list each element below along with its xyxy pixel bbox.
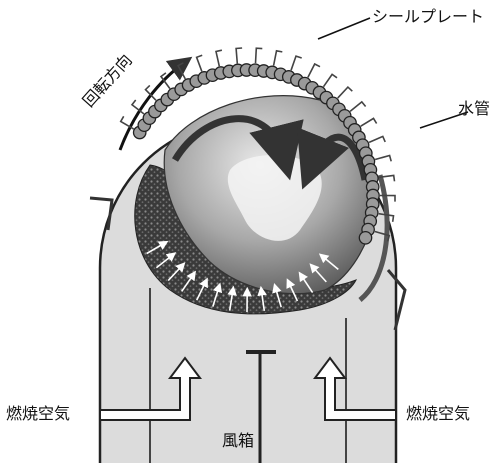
water-tube-label: 水管 <box>458 99 490 118</box>
seal-plate-fin <box>216 50 222 66</box>
rotation-direction-label: 回転方向 <box>79 50 136 110</box>
seal-plate-fin <box>308 64 320 77</box>
wind-box-label: 風箱 <box>222 431 254 450</box>
seal-plate-fin <box>375 156 391 162</box>
seal-plate-leader <box>318 18 370 39</box>
seal-plate-fin <box>256 48 263 63</box>
combustion-air-left-label: 燃焼空気 <box>6 404 70 423</box>
seal-plate-fin <box>274 51 283 66</box>
seal-plate-fin <box>324 74 338 86</box>
wall-rib-left <box>90 198 112 230</box>
seal-plate-fin <box>338 87 353 98</box>
seal-plate-label: シールプレート <box>372 7 484 26</box>
water-tube <box>359 232 371 244</box>
seal-plate-fin <box>197 55 203 71</box>
seal-plate-fin <box>236 48 242 63</box>
seal-plate-fin <box>350 102 366 112</box>
seal-plate-fin <box>291 56 302 70</box>
seal-plate-fin <box>369 136 385 142</box>
combustion-air-right-label: 燃焼空気 <box>406 404 470 423</box>
seal-plate-fin <box>361 118 377 126</box>
